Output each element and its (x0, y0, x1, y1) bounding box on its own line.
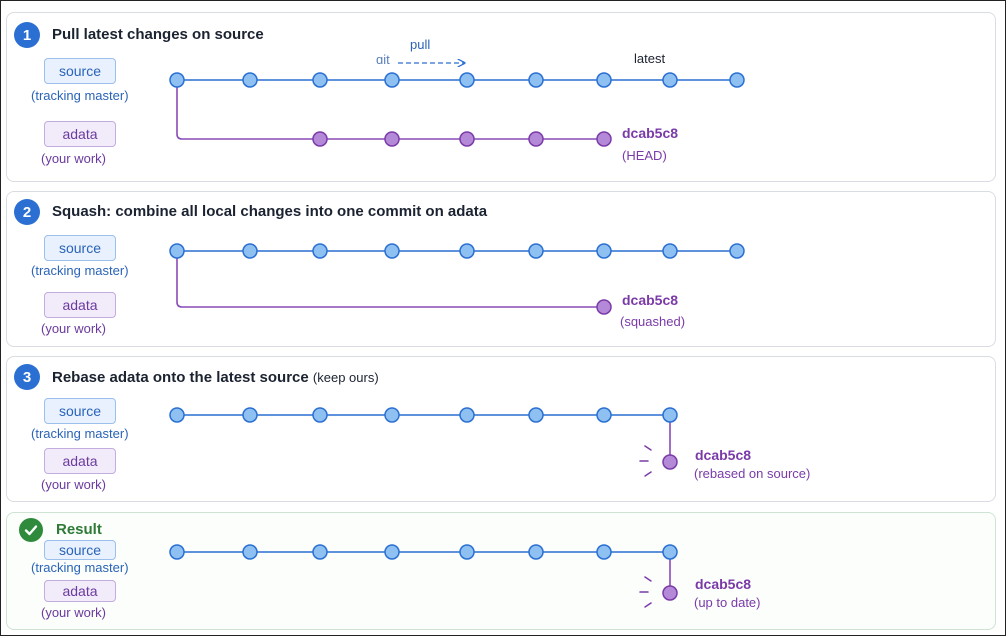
result-source-commits (169, 544, 678, 560)
step-2-work-sub: (your work) (41, 321, 107, 336)
step-3-source-chip: source (44, 398, 116, 424)
source-commit (384, 72, 400, 88)
result-commit (662, 585, 678, 601)
step-3-title: Rebase adata onto the latest source (kee… (52, 369, 379, 386)
step-2-commit-label: dcab5c8 (622, 292, 679, 308)
source-commit (169, 544, 185, 560)
source-commit (662, 407, 678, 423)
step-1-badge: 1 (14, 22, 40, 48)
source-commit (528, 243, 544, 259)
step-1-pull-label: pull (410, 37, 431, 52)
source-commit (312, 243, 328, 259)
result-motion-marks (639, 576, 652, 608)
step-2-source-commits (169, 243, 745, 259)
step-2-title: Squash: combine all local changes into o… (52, 203, 487, 220)
step-2-title-text: Squash: combine all local changes into o… (52, 203, 488, 220)
source-commit (459, 544, 475, 560)
source-commit (528, 544, 544, 560)
source-commit (662, 243, 678, 259)
step-1-work-chip: adata (44, 121, 116, 147)
source-commit (312, 544, 328, 560)
squashed-commit (596, 299, 612, 315)
source-commit (242, 243, 258, 259)
source-commit (169, 407, 185, 423)
result-work-sub: (your work) (41, 605, 107, 620)
result-source-chip: source (44, 540, 116, 560)
step-1-source-commits (169, 72, 745, 88)
source-commit (459, 72, 475, 88)
work-commit (312, 131, 328, 147)
step-1-work-branch (176, 80, 604, 140)
result-commit-label: dcab5c8 (695, 576, 752, 592)
work-commit (384, 131, 400, 147)
step-3-panel (6, 356, 996, 502)
result-source-sub: (tracking master) (31, 560, 129, 575)
source-commit (242, 544, 258, 560)
step-3-motion-marks (639, 445, 652, 477)
step-3-work-sub: (your work) (41, 477, 107, 492)
result-work-chip: adata (44, 580, 116, 602)
source-commit (596, 407, 612, 423)
step-1-git-label: ɑit (376, 52, 390, 67)
work-commit (459, 131, 475, 147)
source-commit (729, 72, 745, 88)
source-commit (662, 72, 678, 88)
step-1-latest-label: latest (634, 51, 666, 66)
step-3-commit-note: (rebased on source) (694, 466, 811, 481)
step-2-source-sub: (tracking master) (31, 263, 129, 278)
step-2-badge: 2 (14, 199, 40, 225)
step-1-source-sub: (tracking master) (31, 88, 129, 103)
result-panel (6, 512, 996, 630)
source-commit (662, 544, 678, 560)
rebased-commit (662, 454, 678, 470)
step-3-source-commits (169, 407, 678, 423)
result-commit-note: (up to date) (694, 595, 761, 610)
work-commit-head (596, 131, 612, 147)
source-commit (596, 544, 612, 560)
step-1-source-chip: source (44, 58, 116, 84)
step-2-source-chip: source (44, 235, 116, 261)
source-commit (596, 243, 612, 259)
work-commit (528, 131, 544, 147)
source-commit (242, 407, 258, 423)
source-commit (169, 243, 185, 259)
step-3-title-text: Rebase adata onto the latest source (52, 369, 309, 386)
step-3-work-chip: adata (44, 448, 116, 474)
step-2-commit-note: (squashed) (620, 314, 686, 329)
result-title: Result (56, 521, 102, 538)
step-2-work-chip: adata (44, 292, 116, 318)
source-commit (459, 407, 475, 423)
source-commit (169, 72, 185, 88)
step-1-work-sub: (your work) (41, 151, 107, 166)
step-1-commit-label: dcab5c8 (622, 125, 679, 141)
step-3-source-sub: (tracking master) (31, 426, 129, 441)
step-1-panel (6, 12, 996, 182)
source-commit (312, 72, 328, 88)
check-icon (19, 518, 43, 542)
step-1-work-commits (312, 131, 612, 147)
step-3-title-note: (keep ours) (312, 370, 379, 385)
source-commit (312, 407, 328, 423)
source-commit (384, 544, 400, 560)
step-1-commit-note: (HEAD) (622, 148, 667, 163)
step-3-commit-label: dcab5c8 (695, 447, 752, 463)
source-commit (528, 72, 544, 88)
source-commit (459, 243, 475, 259)
step-1-title-text: Pull latest changes on source (52, 26, 264, 43)
source-commit (528, 407, 544, 423)
source-commit (242, 72, 258, 88)
step-2-panel (6, 191, 996, 347)
source-commit (384, 243, 400, 259)
step-3-badge: 3 (14, 364, 40, 390)
step-1-title: Pull latest changes on source (52, 26, 264, 43)
source-commit (596, 72, 612, 88)
step-2-work-branch (176, 251, 604, 308)
source-commit (729, 243, 745, 259)
source-commit (384, 407, 400, 423)
